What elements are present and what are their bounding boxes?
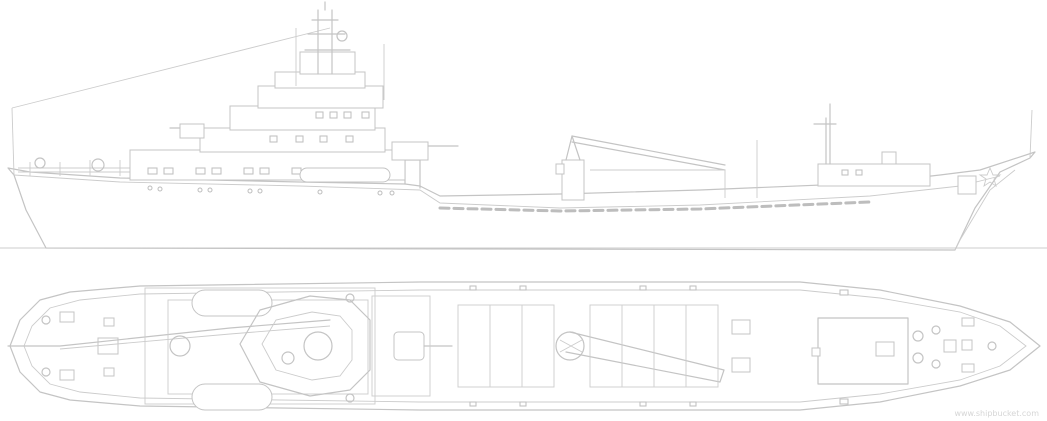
watermark: www.shipbucket.com (954, 409, 1039, 418)
top-plan-view (7, 281, 1041, 411)
fwd-gun-mount (391, 141, 429, 161)
fwd-deckhouse-item (811, 347, 821, 357)
aft-gun-top (169, 335, 191, 357)
deck-inner-outline (23, 289, 1027, 403)
fwd-deckhouse (817, 163, 931, 187)
bridge-roof-inner (261, 311, 353, 381)
stern-fittings (41, 311, 119, 381)
bollard-aft-2 (345, 393, 355, 403)
cargo-hold-cover (590, 169, 726, 198)
stay-wire (11, 27, 331, 109)
rubbing-strake (438, 200, 872, 213)
superstructure-deck-3 (229, 105, 376, 131)
anchor-windlass (912, 317, 997, 373)
fwd-window-2 (855, 169, 863, 176)
stern-flagstaff (11, 107, 15, 176)
fwd-deck-structure (371, 295, 431, 397)
bridge (257, 85, 384, 109)
fwd-equipment (881, 151, 897, 165)
boat-starboard (191, 383, 273, 411)
hatch-covers-fwd (589, 304, 719, 388)
bow-bulwark (954, 169, 1016, 251)
aft-gun-mount (179, 123, 205, 139)
crane-top (555, 331, 725, 383)
bollard-aft-1 (345, 293, 355, 303)
bridge-roof (239, 295, 371, 397)
cargo-crane (555, 135, 726, 201)
aft-winch (91, 158, 105, 172)
fwd-mast (813, 103, 837, 165)
portholes (147, 111, 395, 196)
superstructure-deck-2 (199, 127, 386, 153)
side-bollards (469, 285, 849, 407)
director-top (281, 351, 295, 365)
hatch-small-1 (731, 319, 751, 335)
radar-platform (299, 51, 356, 75)
ships-boat (299, 167, 391, 183)
aft-rail (18, 160, 130, 176)
deck-line (13, 174, 1001, 209)
cable-line-2 (59, 325, 331, 350)
cable-line (7, 319, 331, 347)
hull-outline (7, 151, 1036, 251)
fwd-gun-top (393, 331, 425, 361)
anchor-emblem (957, 175, 977, 195)
bow-jackstaff (1029, 109, 1033, 159)
hatch-small-2 (731, 357, 751, 373)
radar-dish (336, 30, 348, 42)
aft-winch-2 (34, 157, 46, 169)
main-mast (304, 9, 351, 75)
radar-top (303, 331, 333, 361)
deck-outline (9, 281, 1041, 411)
fwd-window-1 (841, 169, 849, 176)
fwd-deckhouse-hatch (875, 341, 895, 357)
bow-star (978, 166, 1002, 188)
side-profile-view (0, 1, 1047, 251)
boat-port (191, 289, 273, 317)
hatch-covers-aft (457, 304, 555, 388)
